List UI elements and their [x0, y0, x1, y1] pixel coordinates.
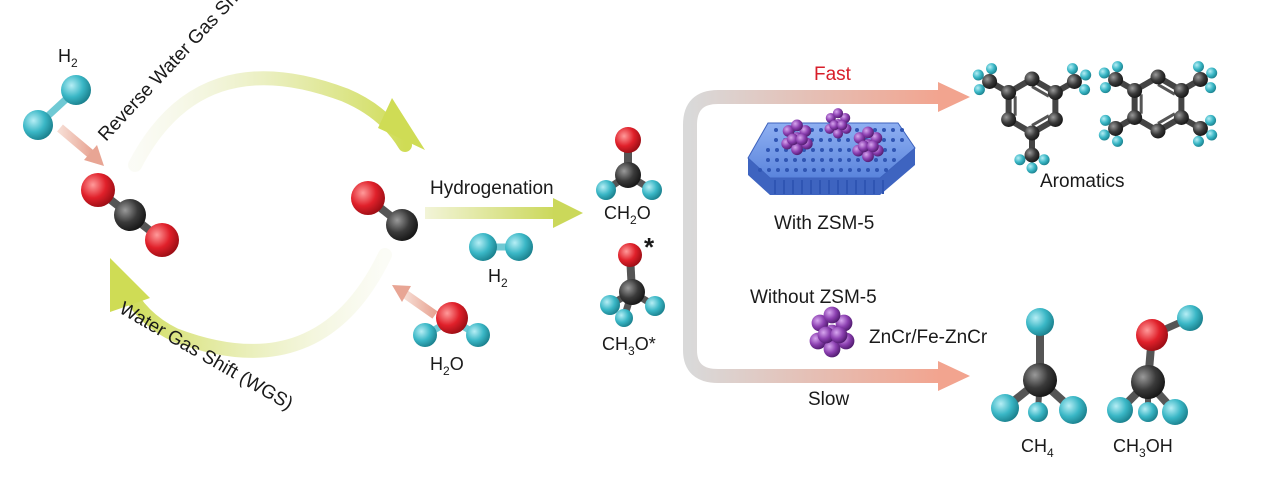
wgs-arrow	[110, 248, 392, 358]
rwgs-arrow	[128, 71, 425, 172]
fast-label: Fast	[814, 64, 852, 85]
catalyst-label: ZnCr/Fe-ZnCr	[869, 327, 988, 348]
h2-mid-label: H2	[488, 266, 508, 290]
h2-molecule-icon	[469, 233, 533, 261]
aromatic-molecule-icon	[972, 63, 1092, 174]
ch3oh-label: CH3OH	[1113, 436, 1173, 460]
ch3oh-molecule-icon	[1107, 305, 1203, 425]
h2o-label: H2O	[430, 354, 464, 378]
ch3o-star-label: *	[644, 232, 655, 262]
metal-cluster-icon	[852, 126, 884, 163]
ch3o-molecule-icon	[600, 243, 665, 327]
without-zsm5-label: Without ZSM-5	[750, 287, 877, 308]
aromatics-label: Aromatics	[1040, 171, 1124, 192]
ch2o-molecule-icon	[596, 127, 662, 200]
ch4-label: CH4	[1021, 436, 1054, 460]
with-zsm5-label: With ZSM-5	[774, 213, 874, 234]
ch4-molecule-icon	[991, 308, 1087, 424]
co-molecule-icon	[351, 181, 418, 241]
ch2o-label: CH2O	[604, 203, 651, 227]
metal-cluster-icon	[824, 108, 852, 139]
h2-feed-arrow	[57, 124, 104, 166]
h2o-molecule-icon	[413, 302, 490, 347]
zeolite-icon	[747, 122, 916, 195]
metal-cluster-icon	[809, 306, 855, 358]
hydrogenation-label: Hydrogenation	[430, 178, 554, 199]
slow-label: Slow	[808, 389, 849, 410]
fast-slow-arrows	[683, 82, 970, 391]
h2-molecule-icon	[23, 75, 91, 140]
h2-label: H2	[58, 46, 78, 70]
co2-molecule-icon	[81, 173, 179, 257]
hydrogenation-arrow	[425, 198, 583, 228]
aromatic-molecule-icon	[1098, 61, 1218, 147]
ch3o-label: CH3O*	[602, 334, 656, 358]
metal-cluster-icon	[781, 119, 813, 156]
h2o-out-arrow	[392, 285, 438, 319]
